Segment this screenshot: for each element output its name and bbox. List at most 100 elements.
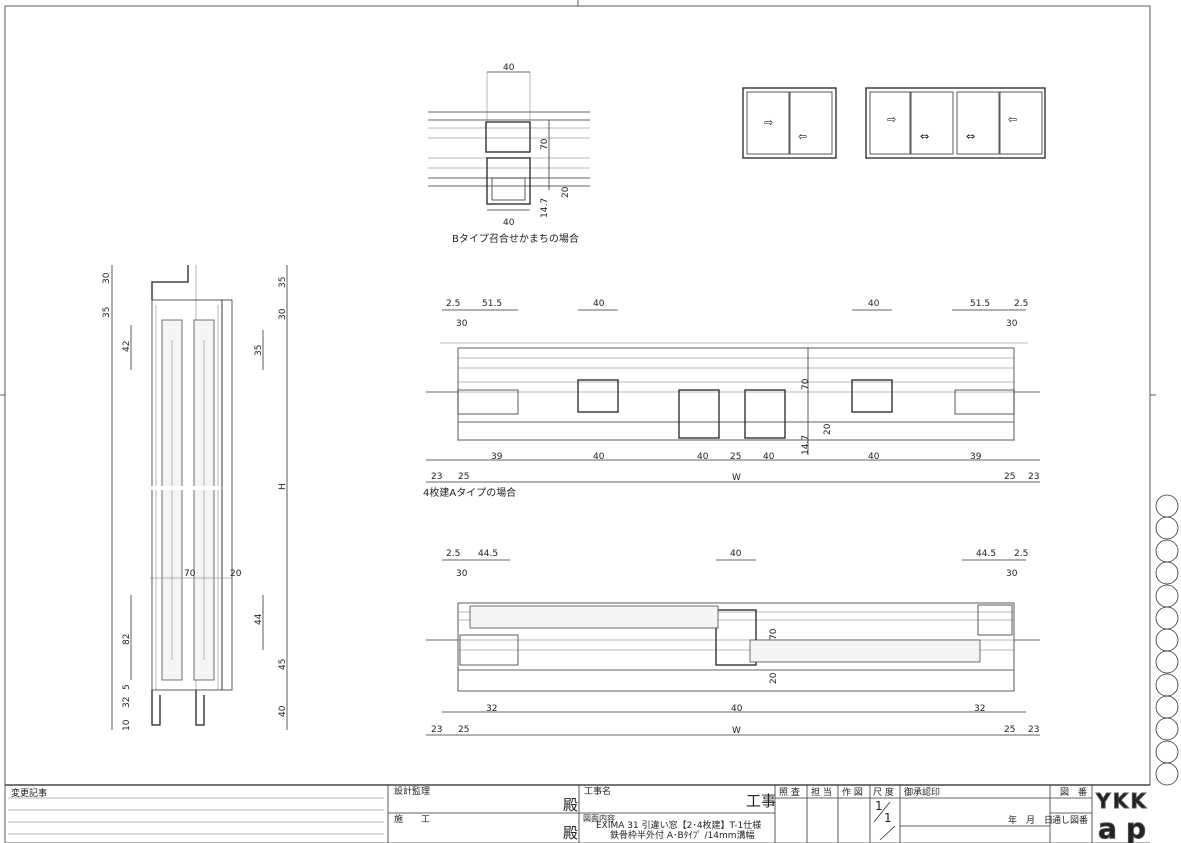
dim: 45 — [278, 659, 288, 670]
dim: 40 — [697, 452, 709, 462]
dim: 20 — [561, 186, 571, 198]
plan-4-panel: 2.5 51.5 30 40 40 51.5 2.5 30 70 20 14.7… — [423, 299, 1040, 499]
dim: 30 — [278, 308, 288, 320]
dim: 40 — [593, 452, 605, 462]
dim: 32 — [122, 697, 132, 708]
dim: 44.5 — [976, 549, 996, 559]
dim: 14.7 — [540, 198, 550, 218]
dim: 23 — [431, 472, 442, 482]
revision-label: 変更記事 — [11, 787, 47, 799]
dim: H — [278, 483, 288, 490]
dim: 82 — [122, 634, 132, 645]
plan-2-panel: 2.5 44.5 30 40 44.5 2.5 30 70 20 32 40 3… — [426, 549, 1040, 736]
dim: 70 — [801, 378, 811, 390]
dim: 10 — [122, 719, 132, 731]
dim: 25 — [458, 472, 469, 482]
arrow-right-icon: ⇨ — [887, 113, 896, 126]
dim: 20 — [769, 672, 779, 684]
dim: 30 — [102, 272, 112, 284]
dim: 2.5 — [1014, 299, 1028, 309]
title-block: 変更記事 設計監理 殿 施 工 殿 工事名 工事 図面内容 EXIMA 31 引… — [4, 784, 1150, 843]
dim: 42 — [122, 341, 132, 352]
detail-caption: Bタイプ召合せかまちの場合 — [452, 232, 579, 245]
dim: 25 — [458, 725, 469, 735]
honorific: 殿 — [563, 796, 578, 814]
date-label: 年 月 日 — [1008, 814, 1053, 826]
arrow-left-icon: ⇦ — [1008, 113, 1017, 126]
dim: 30 — [1006, 569, 1018, 579]
dim: 70 — [769, 628, 779, 640]
elevation-2-panel: ⇨ ⇦ — [742, 87, 837, 159]
dim: 23 — [431, 725, 442, 735]
dim: 51.5 — [482, 299, 502, 309]
dim: 40 — [868, 452, 880, 462]
drawing-content-line1: EXIMA 31 引違い窓【2･4枚建】T-1仕様 — [596, 819, 761, 831]
design-supervision-label: 設計監理 — [394, 785, 430, 797]
revision-circles — [1155, 494, 1179, 786]
width-label: W — [732, 473, 741, 483]
dim: 40 — [593, 299, 605, 309]
drawing-number-label: 図 番 — [1060, 786, 1087, 798]
dim: 2.5 — [446, 549, 460, 559]
dim: 20 — [230, 569, 242, 579]
arrow-right-icon: ⇨ — [764, 116, 773, 129]
drawing-content-label: 図面内容 — [583, 813, 615, 823]
dim: 35 — [102, 307, 112, 318]
arrow-left-icon: ⇦ — [798, 130, 807, 143]
dim: 25 — [1004, 472, 1015, 482]
arrow-both-icon: ⇔ — [966, 130, 975, 143]
in-charge-label: 担 当 — [811, 786, 832, 798]
dim: 23 — [1028, 472, 1039, 482]
dim: 40 — [278, 705, 288, 717]
dim: 35 — [278, 277, 288, 288]
arrow-both-icon: ⇔ — [920, 130, 929, 143]
vertical-section: 30 35 42 82 5 32 10 35 30 35 H 44 45 40 … — [102, 265, 288, 731]
dim: 35 — [254, 345, 264, 356]
width-label: W — [732, 726, 741, 736]
elevation-4-panel: ⇨ ⇔ ⇔ ⇦ — [865, 87, 1046, 159]
construction-label: 施 工 — [394, 813, 430, 825]
dim: 30 — [1006, 319, 1018, 329]
scale-denominator: 1 — [884, 811, 892, 825]
drawing-content-line2: 鉄骨枠半外付 A･Bﾀｲﾌﾟ /14mm溝幅 — [610, 829, 755, 841]
dim: 25 — [1004, 725, 1015, 735]
dim: 40 — [731, 704, 743, 714]
plan-caption: 4枚建Aタイプの場合 — [423, 486, 516, 499]
ykk-ap-logo: YKK ap — [1095, 789, 1148, 843]
svg-text:ap: ap — [1098, 812, 1146, 843]
dim: 2.5 — [1014, 549, 1028, 559]
dim: 51.5 — [970, 299, 990, 309]
drafted-label: 作 図 — [842, 786, 863, 798]
serial-number-label: 通し図番 — [1052, 814, 1088, 826]
dim: 70 — [540, 138, 550, 150]
dim: 30 — [456, 319, 468, 329]
dim: 40 — [503, 63, 515, 73]
dim: 5 — [122, 684, 132, 690]
dim: 39 — [970, 452, 982, 462]
dim: 70 — [184, 569, 196, 579]
dim: 14.7 — [801, 435, 811, 455]
dim: 2.5 — [446, 299, 460, 309]
scale-label: 尺 度 — [873, 786, 894, 798]
dim: 39 — [491, 452, 503, 462]
detail-b-type-meeting-stile: 40 40 70 20 14.7 Bタイプ召合せかまちの場合 — [428, 63, 590, 245]
dim: 20 — [823, 423, 833, 435]
project-suffix: 工事 — [746, 792, 776, 810]
honorific: 殿 — [563, 824, 578, 842]
dim: 40 — [730, 549, 742, 559]
dim: 44.5 — [478, 549, 498, 559]
project-name-label: 工事名 — [584, 785, 611, 797]
dim: 25 — [730, 452, 741, 462]
dim: 32 — [974, 704, 985, 714]
dim: 44 — [254, 613, 264, 625]
approval-label: 御承認印 — [904, 786, 940, 798]
dim: 40 — [503, 218, 515, 228]
svg-text:YKK: YKK — [1095, 789, 1148, 813]
scale-numerator: 1 — [875, 799, 883, 813]
dim: 23 — [1028, 725, 1039, 735]
dim: 40 — [868, 299, 880, 309]
dim: 40 — [763, 452, 775, 462]
dim: 30 — [456, 569, 468, 579]
checked-label: 照 査 — [779, 786, 800, 798]
